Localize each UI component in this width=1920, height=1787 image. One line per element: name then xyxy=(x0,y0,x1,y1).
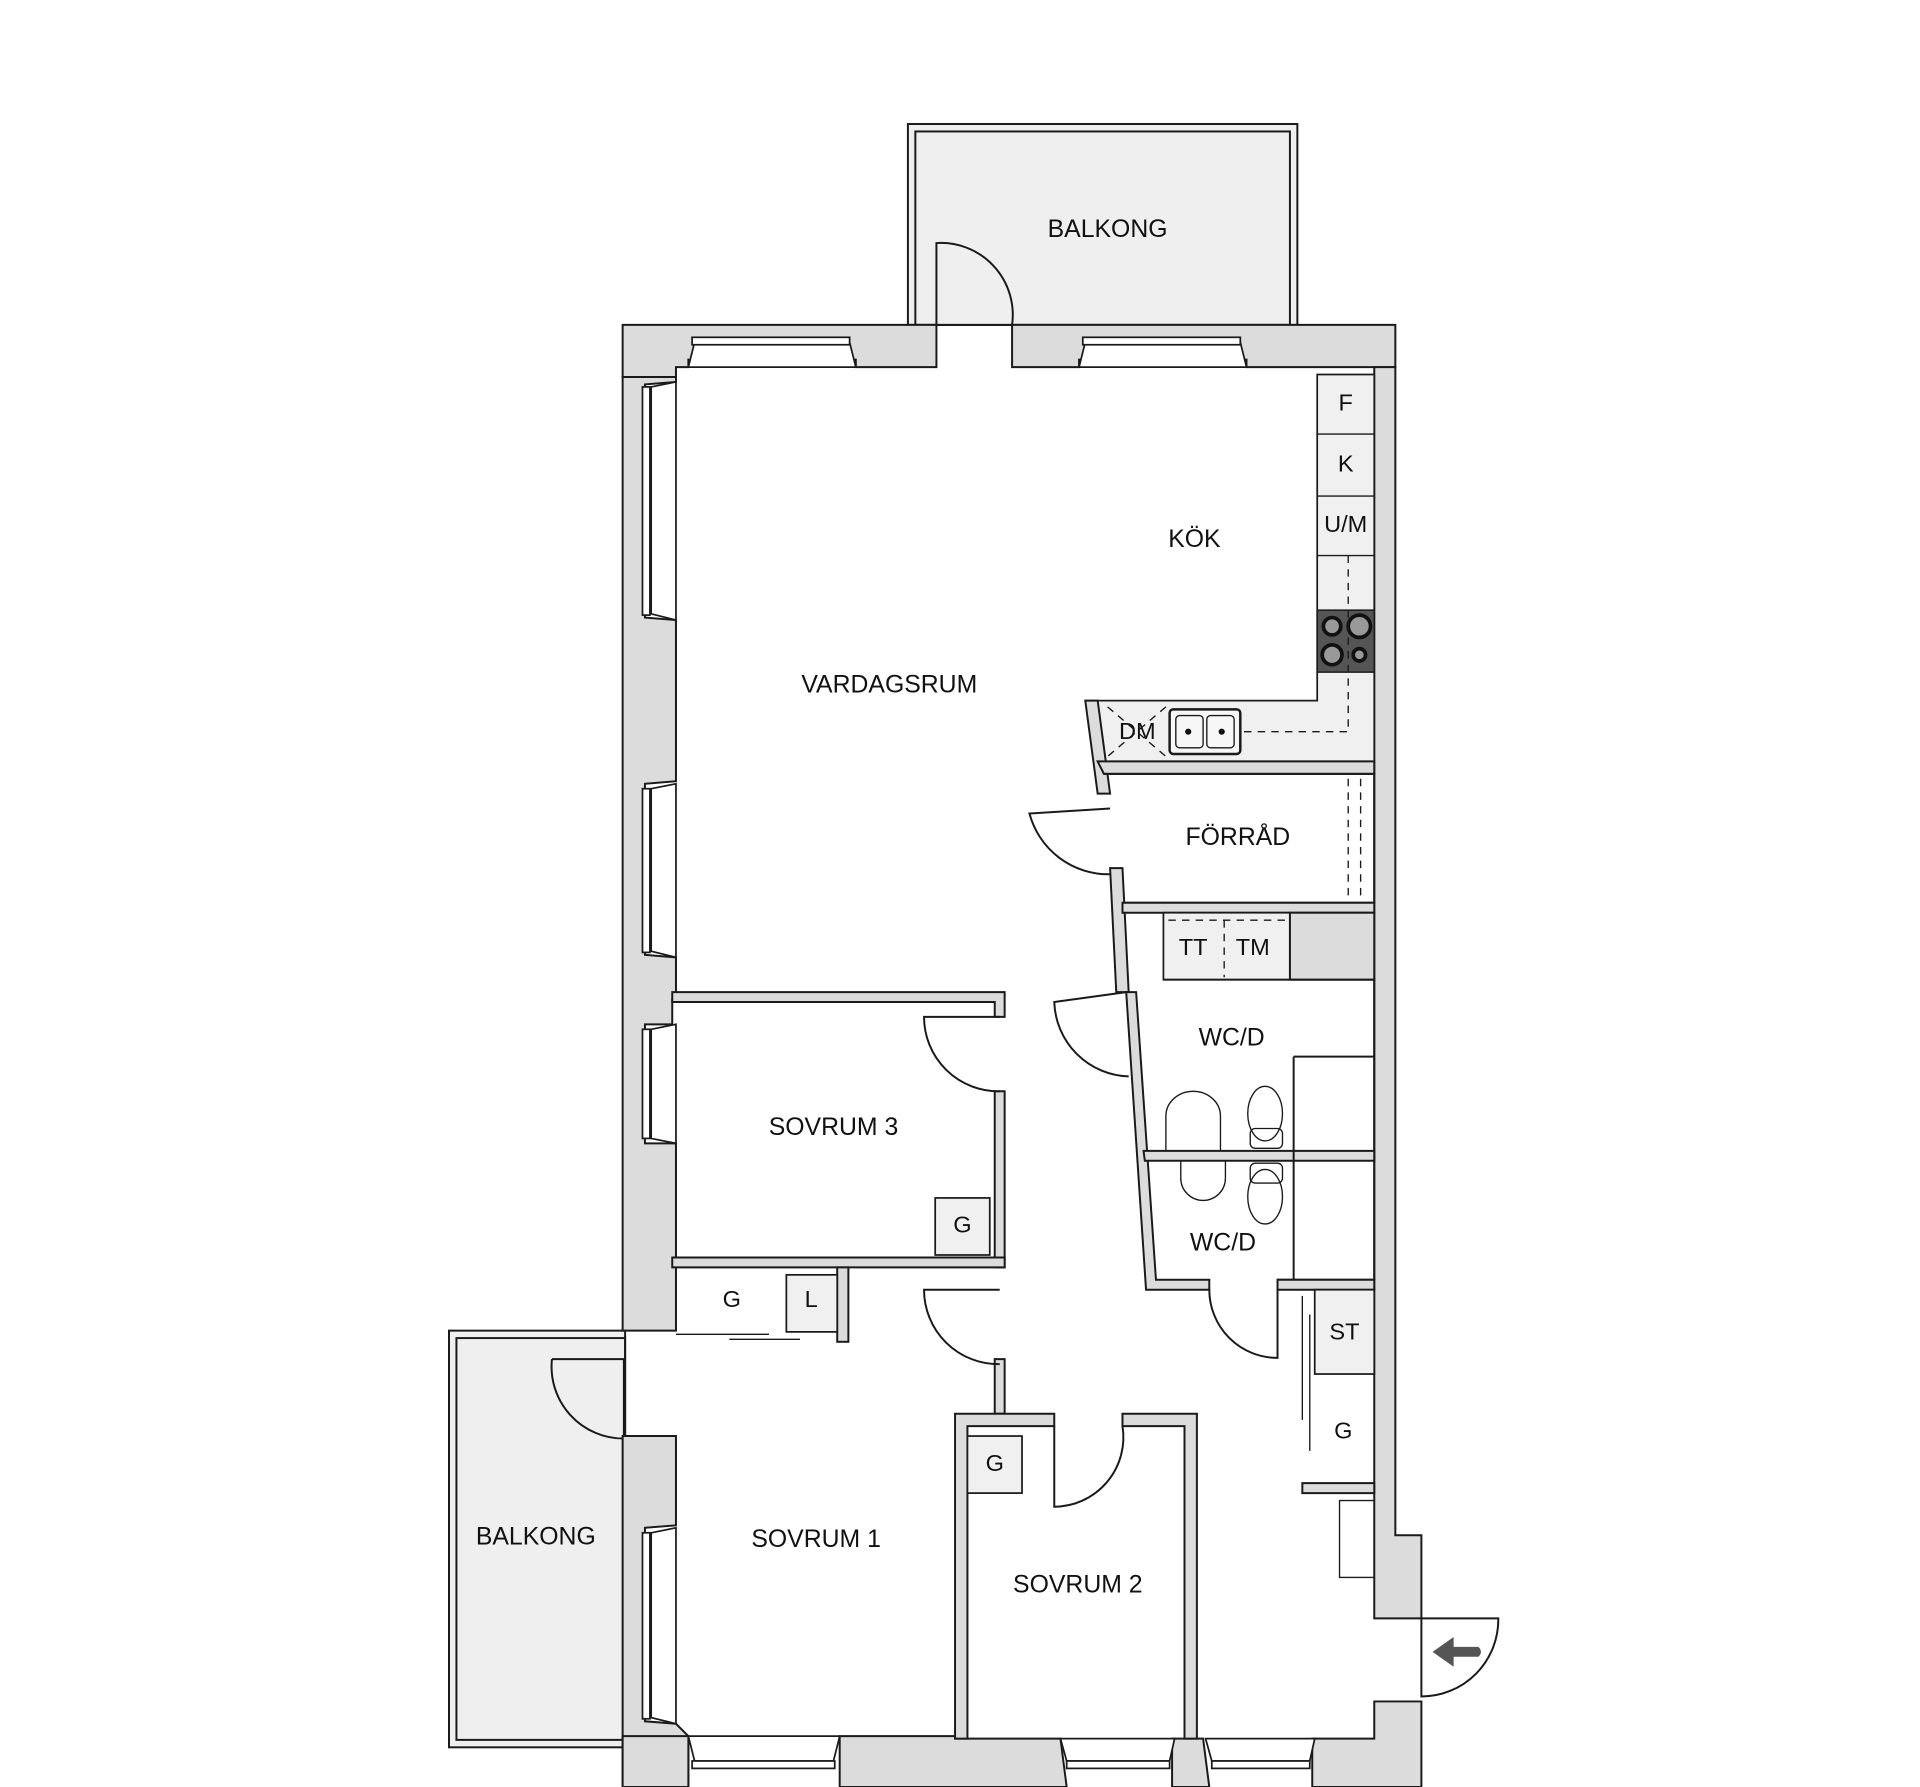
freezer-label: K xyxy=(1338,450,1354,476)
hall-closet xyxy=(675,1266,850,1343)
wardrobe-label-sovrum2: G xyxy=(986,1450,1004,1476)
room-label-vardagsrum: VARDAGSRUM xyxy=(801,671,977,698)
bedroom-2 xyxy=(954,1412,1198,1740)
oven-microwave-label: U/M xyxy=(1324,511,1367,537)
room-label-sovrum3: SOVRUM 3 xyxy=(769,1114,899,1141)
entry-closets xyxy=(1301,1288,1376,1579)
tumble-dryer-label: TT xyxy=(1179,934,1208,960)
room-label-sovrum1: SOVRUM 1 xyxy=(751,1526,881,1553)
cleaning-closet-label: ST xyxy=(1329,1318,1359,1344)
room-label-wcd-upper: WC/D xyxy=(1199,1025,1265,1052)
bathrooms xyxy=(1053,978,1376,1359)
linen-closet-label: L xyxy=(805,1286,818,1312)
balcony-top xyxy=(906,123,1299,326)
fridge-label: F xyxy=(1339,389,1353,415)
wardrobe-label-entry: G xyxy=(1334,1418,1352,1444)
windows xyxy=(641,336,1316,1770)
washing-machine-label: TM xyxy=(1236,934,1270,960)
sink-icon xyxy=(1168,708,1242,756)
entrance-door xyxy=(1420,1617,1500,1698)
wardrobe-label-hall: G xyxy=(723,1286,741,1312)
room-label-forrad: FÖRRÅD xyxy=(1185,823,1290,851)
room-label-kok: KÖK xyxy=(1168,526,1221,553)
wardrobe-label-sovrum3: G xyxy=(953,1212,971,1238)
kitchen-counter xyxy=(1090,373,1376,763)
laundry-area xyxy=(1162,911,1291,981)
room-label-wcd-lower: WC/D xyxy=(1190,1229,1256,1256)
dishwasher-label: DM xyxy=(1119,718,1156,744)
bedroom-3 xyxy=(671,991,1006,1269)
room-label-balkong-left: BALKONG xyxy=(476,1523,596,1550)
arrow-left-icon xyxy=(1432,1636,1481,1667)
room-label-balkong-top: BALKONG xyxy=(1048,216,1168,243)
room-label-sovrum2: SOVRUM 2 xyxy=(1013,1572,1143,1599)
